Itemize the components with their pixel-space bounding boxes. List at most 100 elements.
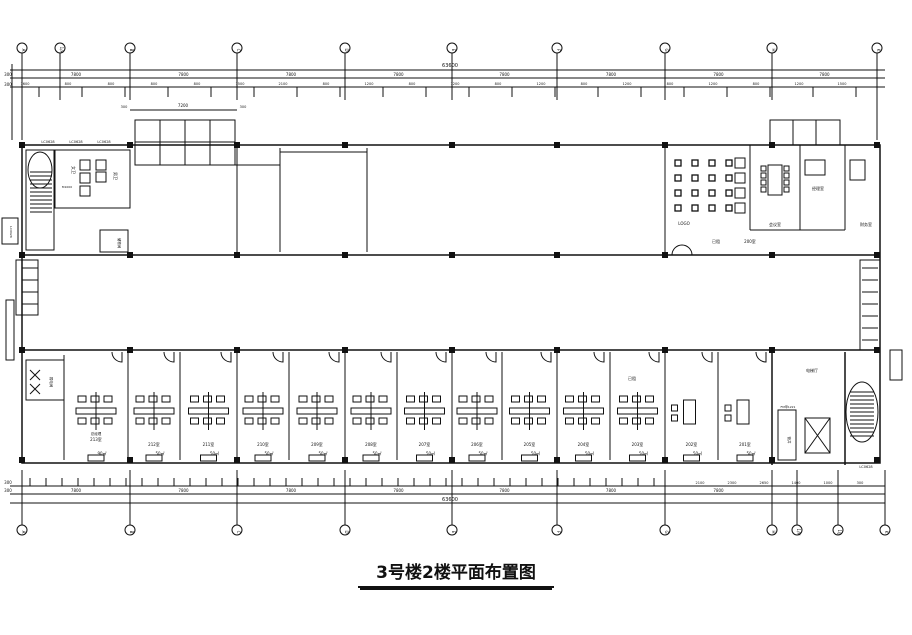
door-swing	[485, 351, 497, 363]
chair	[471, 395, 481, 403]
structural-column	[662, 252, 668, 258]
dimension-sub: 1200	[451, 82, 460, 86]
drawing-title: 3号楼2楼平面布置图	[0, 558, 912, 588]
room-area: 50㎡	[585, 450, 594, 456]
window-sill	[200, 454, 217, 462]
structural-column	[449, 252, 455, 258]
stair-well	[25, 149, 55, 251]
room-area: 50㎡	[693, 450, 702, 456]
window-sill	[629, 454, 646, 462]
dimension-bay: 7800	[606, 72, 617, 77]
dimension-bay: 7800	[393, 488, 404, 493]
dimension-sub: 2650	[760, 481, 769, 485]
chair	[691, 174, 699, 182]
chair	[484, 395, 494, 403]
chair	[148, 417, 158, 425]
door-swing	[380, 351, 392, 363]
toilet-stall	[79, 159, 91, 171]
chair	[311, 395, 321, 403]
window-sill	[254, 454, 272, 462]
dimension-bay: 7800	[286, 488, 297, 493]
structural-column	[662, 142, 668, 148]
dimension-sub: 800	[108, 82, 115, 86]
building-outline	[21, 144, 881, 464]
door-swing	[755, 351, 767, 363]
side-bar	[5, 299, 15, 361]
chair	[724, 404, 732, 412]
dimension-bay: 7800	[71, 488, 82, 493]
chair	[161, 417, 171, 425]
dimension-sub: 800	[323, 82, 330, 86]
chair	[406, 417, 415, 425]
room-area: 50㎡	[426, 450, 435, 456]
dimension-bay: 7800	[71, 72, 82, 77]
elevator	[804, 417, 831, 454]
axis-label-bottom: K	[884, 531, 889, 534]
dimension-sub: 1200	[623, 82, 632, 86]
dimension-sub: 300	[857, 481, 864, 485]
axis-label-top: K	[876, 49, 881, 52]
chair	[90, 395, 100, 403]
drawing-title-text: 3号楼2楼平面布置图	[358, 563, 554, 588]
balcony	[859, 259, 881, 351]
door-swing	[220, 351, 232, 363]
chair	[77, 417, 87, 425]
chair	[619, 417, 628, 425]
toilet-male-label: 男卫	[113, 172, 118, 180]
structural-column	[769, 252, 775, 258]
dimension-sub: 1200	[537, 82, 546, 86]
chair	[148, 395, 158, 403]
storage-room	[99, 229, 129, 253]
dimension-bay: 7800	[713, 72, 724, 77]
dimension-sub: 1600	[21, 82, 30, 86]
room-number: 203室	[632, 441, 644, 447]
axis-label-top: C	[236, 49, 241, 52]
desk	[734, 202, 746, 214]
structural-column	[19, 457, 25, 463]
window-sill	[521, 454, 538, 462]
structural-column	[554, 252, 560, 258]
rented-label: 已租	[712, 238, 720, 244]
toilet-stall	[79, 172, 91, 184]
chair	[458, 417, 468, 425]
chair	[161, 395, 171, 403]
chair	[311, 417, 321, 425]
dimension-sub: 2100	[279, 82, 288, 86]
chair	[674, 159, 682, 167]
manager-room-label: 经理室	[812, 185, 824, 191]
structural-column	[127, 457, 133, 463]
dimension-total-bottom: 63600	[442, 497, 458, 503]
chair	[578, 417, 587, 425]
door-swing	[540, 351, 552, 363]
chair	[511, 417, 520, 425]
chair	[257, 395, 267, 403]
axis-label-bottom: B	[129, 531, 134, 534]
chair	[760, 172, 767, 179]
chair	[691, 189, 699, 197]
room-area: 50㎡	[639, 450, 648, 456]
weak-current-room	[25, 359, 65, 401]
chair	[216, 417, 225, 425]
chair	[511, 395, 520, 403]
meeting-room-label: 会议室	[769, 221, 781, 227]
dimension-edge: 300	[4, 488, 12, 493]
structural-column	[19, 347, 25, 353]
chair	[352, 395, 362, 403]
axis-label-top: G	[664, 48, 669, 51]
chair	[708, 189, 716, 197]
chair	[324, 395, 334, 403]
dimension-sub: 800	[753, 82, 760, 86]
room-number: 205室	[524, 441, 536, 447]
room-number: 210室	[257, 441, 269, 447]
manager-desk	[804, 159, 826, 176]
chair	[760, 179, 767, 186]
chair	[645, 417, 654, 425]
dimension-bay: 7800	[713, 488, 724, 493]
chair	[632, 417, 641, 425]
dimension-edge: 300	[4, 480, 12, 485]
chair	[708, 159, 716, 167]
elevator-x-icon	[804, 417, 831, 454]
window-sill	[575, 454, 592, 462]
dimension-sub: 800	[495, 82, 502, 86]
